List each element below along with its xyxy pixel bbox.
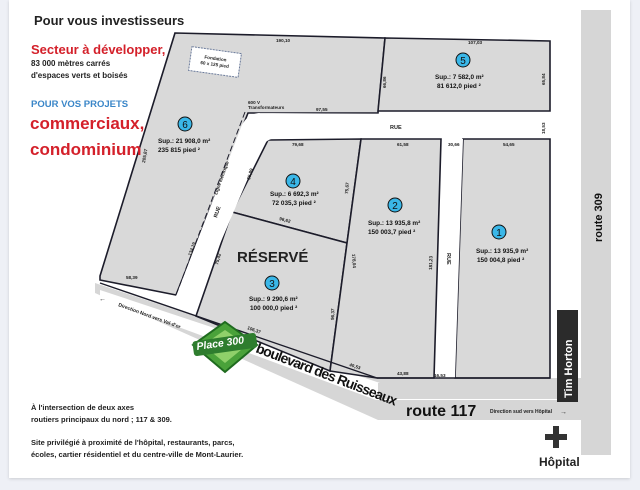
svg-text:81 612,0 pied ²: 81 612,0 pied ²	[437, 83, 481, 90]
lot-1-info: 1 Sup.: 13 935,9 m² 150 004,8 pied ²	[476, 224, 528, 264]
svg-text:Sup.: 9 290,6 m²: Sup.: 9 290,6 m²	[249, 296, 298, 303]
dimension-label: 75,67	[344, 182, 350, 194]
dimension-label: 43,88	[397, 371, 409, 376]
lot-5	[377, 37, 551, 112]
route-309-band	[581, 10, 611, 455]
footer-line-4: écoles, cartier résidentiel et du centre…	[31, 450, 244, 459]
street-label-rue-vertical: RUE	[445, 253, 451, 265]
transformer-label: 600 V	[248, 100, 261, 105]
dimension-label: 96,62	[279, 216, 292, 224]
tim-horton-marker: Tim Horton	[557, 310, 578, 402]
hospital-label: Hôpital	[539, 455, 580, 469]
lot-5-info: 5 Sup.: 7 582,0 m² 81 612,0 pied ²	[435, 52, 484, 90]
arrow-right-icon: →	[560, 409, 567, 416]
street-label-rue-diagonal: RUE	[213, 205, 222, 218]
svg-text:1: 1	[496, 228, 502, 239]
transformer-label-2: Transformateurs	[248, 105, 285, 110]
svg-text:2: 2	[392, 201, 398, 212]
foundation-label: Fondation	[204, 55, 227, 63]
hospital-cross-icon	[545, 426, 567, 448]
dimension-label: 106,37	[247, 325, 262, 335]
svg-text:Sup.: 7 582,0 m²: Sup.: 7 582,0 m²	[435, 74, 484, 81]
route-117-label: route 117	[406, 403, 476, 420]
footer-line-1: À l'intersection de deux axes	[31, 403, 135, 412]
sector-line-1: 83 000 mètres carrés	[31, 59, 111, 68]
dimension-label: 40,53	[349, 362, 362, 370]
svg-text:150 004,8 pied ²: 150 004,8 pied ²	[477, 257, 524, 264]
svg-text:Sup.: 13 935,8 m²: Sup.: 13 935,8 m²	[368, 220, 420, 227]
arrow-left-icon: ←	[99, 296, 106, 303]
svg-text:100 000,0 pied ²: 100 000,0 pied ²	[250, 305, 297, 312]
reserved-label: RÉSERVÉ	[237, 249, 308, 266]
lot-6-info: 6 Sup.: 21 908,0 m² 235 815 pied ²	[158, 116, 210, 154]
street-label-rue: RUE	[390, 125, 402, 131]
svg-text:6: 6	[182, 120, 188, 131]
dimension-label: 61,58	[397, 142, 409, 147]
lot-number-badge	[455, 52, 471, 68]
route-117-inner	[378, 383, 578, 399]
lot-number-badge	[264, 275, 280, 291]
dimension-label: 30,66	[448, 142, 460, 147]
dimension-label: 178,04	[351, 254, 357, 269]
dimension-label: 205,87	[141, 148, 148, 163]
dimension-label: 134,19	[187, 241, 197, 256]
projects-line-1: commerciaux,	[30, 114, 145, 133]
svg-text:150 003,7 pied ²: 150 003,7 pied ²	[368, 229, 415, 236]
svg-text:3: 3	[269, 279, 275, 290]
svg-text:Sup.: 13 935,9 m²: Sup.: 13 935,9 m²	[476, 248, 528, 255]
route-309-label: route 309	[593, 193, 605, 242]
dimension-label: 58,39	[126, 275, 138, 280]
svg-text:Sup.: 21 908,0 m²: Sup.: 21 908,0 m²	[158, 138, 210, 145]
lot-number-badge	[387, 197, 403, 213]
foundation-outline: Fondation 60 x 125 pied	[188, 46, 242, 78]
lot-number-badge	[177, 116, 193, 132]
dimension-label: 79,68	[292, 142, 304, 147]
heading: Pour vous investisseurs	[34, 13, 185, 28]
dimension-label: 190,10	[276, 38, 290, 43]
dimension-label: 16,53	[434, 373, 446, 378]
place-300-logo: Place 300	[191, 320, 259, 374]
footer-line-3: Site privilégié à proximité de l'hôpital…	[31, 438, 235, 447]
dimension-label: 181,23	[428, 255, 434, 270]
foundation-size: 60 x 125 pied	[200, 60, 229, 69]
dimension-label: 66,86	[382, 76, 387, 88]
rue-vertical-road	[436, 139, 463, 378]
sector-line-2: d'espaces verts et boisés	[31, 71, 128, 80]
lot-3-info: RÉSERVÉ 3 Sup.: 9 290,6 m² 100 000,0 pie…	[237, 249, 308, 312]
dimension-label: 96,37	[330, 308, 335, 320]
dimension-label: 107,03	[468, 40, 482, 45]
svg-text:235 815 pied ²: 235 815 pied ²	[158, 147, 200, 154]
svg-text:5: 5	[460, 56, 466, 67]
dimension-label: 54,65	[503, 142, 515, 147]
dimension-label: 97,55	[316, 107, 328, 112]
projects-label: POUR VOS PROJETS	[31, 99, 129, 110]
direction-south-label: Direction sud vers Hôpital	[490, 409, 553, 415]
lot-4-info: 4 Sup.: 6 692,3 m² 72 035,3 pied ²	[270, 173, 319, 207]
sector-title: Secteur à développer,	[31, 42, 166, 57]
svg-text:72 035,3 pied ²: 72 035,3 pied ²	[272, 200, 316, 207]
lot-2-info: 2 Sup.: 13 935,8 m² 150 003,7 pied ²	[368, 197, 420, 236]
svg-text:Tim Horton: Tim Horton	[563, 339, 575, 398]
lot-number-badge	[285, 173, 301, 189]
footer-line-2: routiers principaux du nord ; 117 & 309.	[31, 415, 172, 424]
dimension-label: 55,89	[246, 167, 254, 180]
lot-number-badge	[491, 224, 507, 240]
svg-text:4: 4	[290, 177, 296, 188]
dimension-label: 75,42	[214, 252, 222, 265]
rue-road	[176, 113, 550, 300]
svg-text:Sup.: 6 692,3 m²: Sup.: 6 692,3 m²	[270, 191, 319, 198]
projects-line-2: condominium	[30, 140, 142, 159]
dimension-label: 65,84	[541, 73, 546, 85]
dimension-label: 18,53	[541, 122, 546, 134]
